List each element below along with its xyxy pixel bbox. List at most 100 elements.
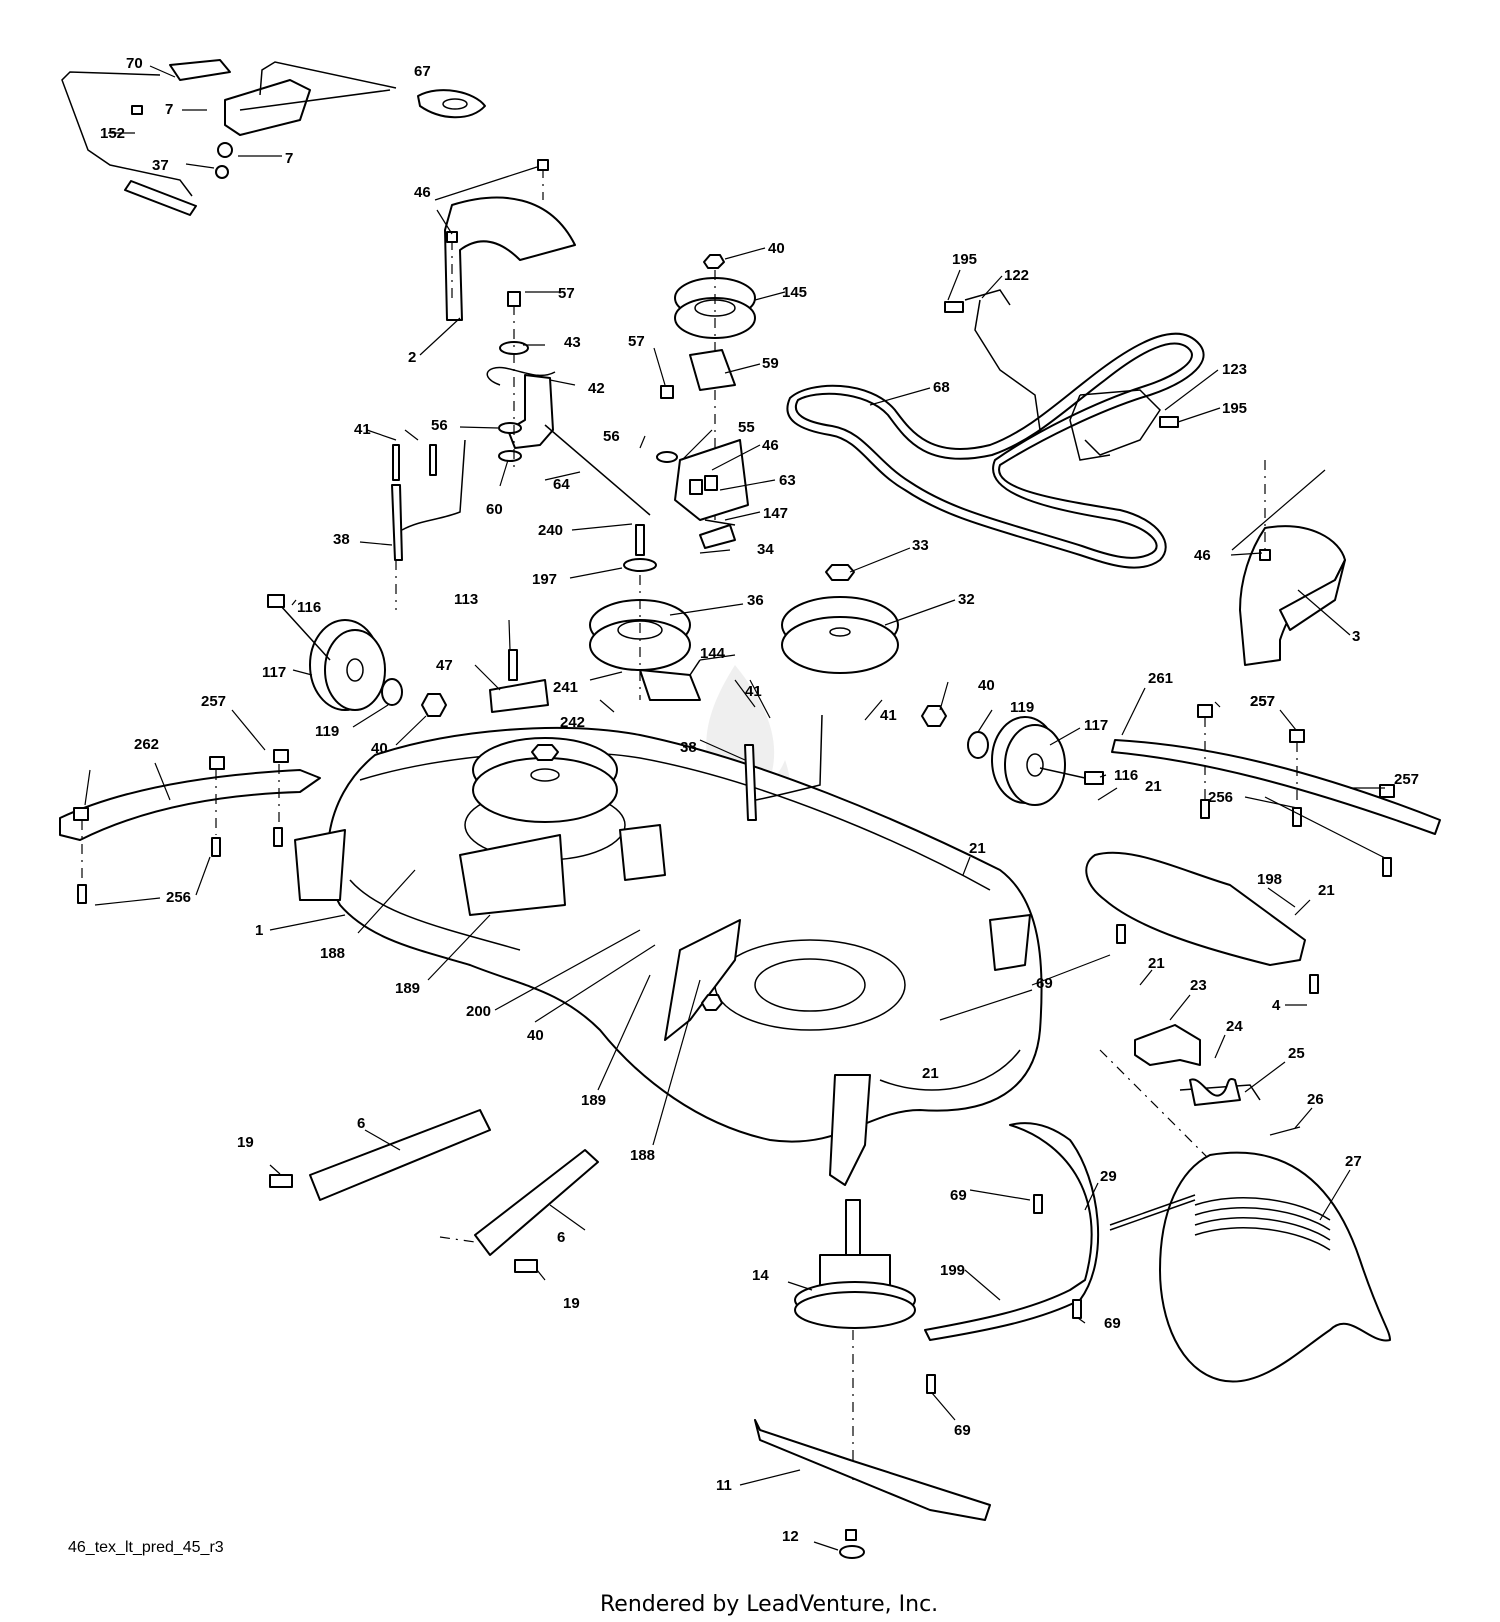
callout-63: 63	[779, 472, 796, 489]
lift-handle-knob	[417, 89, 486, 119]
stabilizer-bar-left	[59, 749, 321, 904]
callout-197: 197	[532, 571, 557, 588]
hanger-bracket-left	[391, 439, 466, 610]
deflector-assembly	[1099, 1024, 1391, 1383]
callout-6: 6	[557, 1229, 565, 1246]
lift-links	[269, 1109, 599, 1273]
callout-11: 11	[716, 1477, 732, 1494]
callout-29: 29	[1100, 1168, 1117, 1185]
baffle-198	[1085, 851, 1319, 994]
callout-38: 38	[680, 739, 697, 756]
callout-41: 41	[354, 421, 371, 438]
callout-7: 7	[285, 150, 293, 167]
callout-40: 40	[978, 677, 995, 694]
callout-21: 21	[1318, 882, 1335, 899]
callout-242: 242	[560, 714, 585, 731]
callout-19: 19	[563, 1295, 580, 1312]
callout-32: 32	[958, 591, 975, 608]
idler-arm-assembly	[486, 291, 651, 516]
callout-41: 41	[745, 683, 762, 700]
callout-144: 144	[700, 645, 726, 662]
callout-64: 64	[553, 476, 570, 493]
callout-42: 42	[588, 380, 605, 397]
belt-cover-right	[1239, 460, 1346, 666]
callout-37: 37	[152, 157, 169, 174]
callout-117: 117	[262, 664, 286, 681]
callout-188: 188	[630, 1147, 655, 1164]
spindle-pulley-32	[781, 564, 899, 674]
blade-11	[754, 1419, 991, 1559]
callout-59: 59	[762, 355, 779, 372]
callout-14: 14	[752, 1267, 769, 1284]
callout-261: 261	[1148, 670, 1173, 687]
callout-43: 43	[564, 334, 581, 351]
callout-2: 2	[408, 349, 416, 366]
callout-60: 60	[486, 501, 503, 518]
baffle-199	[924, 1122, 1100, 1394]
callout-67: 67	[414, 63, 431, 80]
callout-69: 69	[1036, 975, 1053, 992]
bracket-144	[639, 659, 701, 701]
callout-116: 116	[1114, 767, 1138, 784]
callout-257: 257	[201, 693, 226, 710]
callout-116: 116	[297, 599, 321, 616]
callout-68: 68	[933, 379, 950, 396]
callout-119: 119	[1010, 699, 1034, 716]
callout-21: 21	[1145, 778, 1162, 795]
callout-119: 119	[315, 723, 339, 740]
belt-keepers	[944, 289, 1179, 461]
callout-152: 152	[100, 125, 125, 142]
callout-46: 46	[762, 437, 779, 454]
idler-bracket-assembly	[656, 349, 749, 549]
callout-198: 198	[1257, 871, 1282, 888]
callout-240: 240	[538, 522, 563, 539]
callout-257: 257	[1250, 693, 1275, 710]
callout-241: 241	[553, 679, 578, 696]
callout-145: 145	[782, 284, 807, 301]
callout-1: 1	[255, 922, 263, 939]
callout-257: 257	[1250, 693, 1275, 710]
callout-257: 257	[1394, 771, 1419, 788]
callout-34: 34	[757, 541, 774, 558]
callout-57: 57	[628, 333, 645, 350]
drawing-code: 46_tex_lt_pred_45_r3	[68, 1539, 224, 1556]
callout-labels: 70 67 7 7 152 37 46 2 57 43 42 56 60 41 …	[100, 55, 1419, 1545]
lift-linkage-assembly	[61, 59, 397, 216]
mower-deck-1	[294, 714, 1043, 1186]
callout-40: 40	[527, 1027, 544, 1044]
callout-117: 117	[1084, 717, 1108, 734]
callout-56: 56	[603, 428, 620, 445]
callout-256: 256	[1208, 789, 1233, 806]
callout-262: 262	[134, 736, 159, 753]
callout-188: 188	[320, 945, 345, 962]
callout-38: 38	[333, 531, 350, 548]
callout-33: 33	[912, 537, 929, 554]
idler-pulley-145	[674, 254, 756, 520]
callout-12: 12	[782, 1528, 799, 1545]
callout-40: 40	[371, 740, 388, 757]
callout-147: 147	[763, 505, 788, 522]
callout-24: 24	[1226, 1018, 1243, 1035]
callout-57: 57	[558, 285, 575, 302]
callout-3: 3	[1352, 628, 1360, 645]
gauge-wheel-left	[267, 594, 447, 717]
callout-46: 46	[414, 184, 431, 201]
callout-69: 69	[954, 1422, 971, 1439]
callout-195: 195	[952, 251, 977, 268]
callout-69: 69	[1104, 1315, 1121, 1332]
callout-21: 21	[922, 1065, 939, 1082]
callout-122: 122	[1004, 267, 1029, 284]
callout-21: 21	[1148, 955, 1165, 972]
callout-36: 36	[747, 592, 764, 609]
callout-69: 69	[950, 1187, 967, 1204]
idler-pulley-36	[589, 524, 691, 700]
bracket-47	[489, 649, 549, 713]
callout-189: 189	[395, 980, 420, 997]
callout-199: 199	[940, 1262, 965, 1279]
spindle-assembly-14	[794, 1199, 916, 1480]
callout-23: 23	[1190, 977, 1207, 994]
callout-26: 26	[1307, 1091, 1324, 1108]
callout-41: 41	[880, 707, 897, 724]
callout-25: 25	[1288, 1045, 1305, 1062]
